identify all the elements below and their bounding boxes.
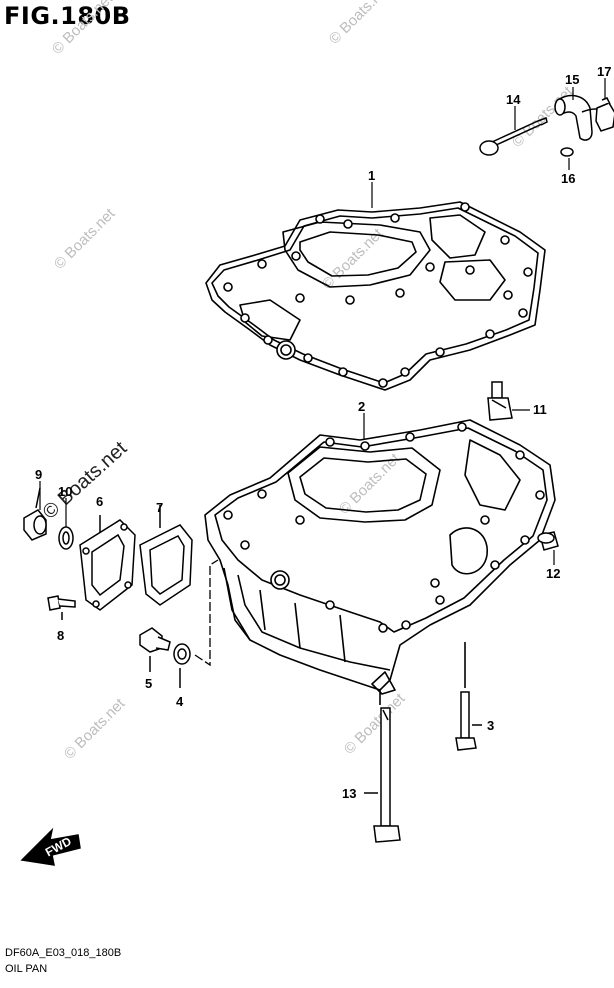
- plug-part-9: [23, 487, 47, 541]
- callout-11: 11: [533, 402, 547, 417]
- gasket-part-7: [139, 505, 193, 606]
- callout-10: 10: [58, 484, 72, 499]
- callout-9: 9: [35, 467, 42, 482]
- callout-16: 16: [561, 171, 575, 186]
- drawing-code: DF60A_E03_018_180B: [5, 947, 122, 959]
- callout-1: 1: [368, 168, 375, 183]
- fwd-arrow: FWD: [20, 827, 81, 866]
- watermark: © Boats.net: [51, 205, 119, 273]
- reference-line: [194, 559, 219, 667]
- callout-6: 6: [96, 494, 103, 509]
- oring-part-16: [560, 147, 574, 157]
- fitting-part-11: [487, 381, 513, 421]
- cover-part-6: [79, 515, 136, 611]
- bolt-part-17: [595, 97, 614, 132]
- guide-tube-part-15: [554, 94, 608, 141]
- washer-part-4: [173, 643, 191, 688]
- figure-title: FIG.180B: [4, 2, 131, 30]
- gasket-part-1: [205, 201, 546, 391]
- watermark: © Boats.net: [61, 695, 129, 763]
- drawing-name: OIL PAN: [5, 963, 48, 975]
- watermark: © Boats.net: [341, 690, 409, 758]
- callout-5: 5: [145, 676, 152, 691]
- callout-7: 7: [156, 500, 163, 515]
- callout-14: 14: [506, 92, 521, 107]
- callout-8: 8: [57, 628, 64, 643]
- bolt-part-8: [47, 595, 76, 620]
- callout-leaders: [39, 78, 606, 565]
- callout-17: 17: [597, 64, 611, 79]
- watermark: © Boats.net: [326, 0, 394, 48]
- callout-15: 15: [565, 72, 579, 87]
- callout-2: 2: [358, 399, 365, 414]
- oil-pan-part-2: [204, 419, 556, 705]
- callout-3: 3: [487, 718, 494, 733]
- callout-12: 12: [546, 566, 560, 581]
- watermark: © Boats.net: [39, 437, 132, 524]
- callout-numbers: 1 2 3 4 5 6 7 8 9 10 11 12 13 14 15 16 1…: [35, 64, 611, 801]
- callout-4: 4: [176, 694, 184, 709]
- watermark: © Boats.net: [49, 0, 117, 58]
- drain-bolt-part-5: [139, 627, 171, 672]
- washer-part-10: [58, 526, 74, 550]
- plug-part-12: [537, 531, 559, 551]
- bolt-part-13: [364, 707, 401, 843]
- callout-13: 13: [342, 786, 356, 801]
- dipstick-part-14: [479, 117, 548, 156]
- bolt-part-3: [455, 691, 482, 751]
